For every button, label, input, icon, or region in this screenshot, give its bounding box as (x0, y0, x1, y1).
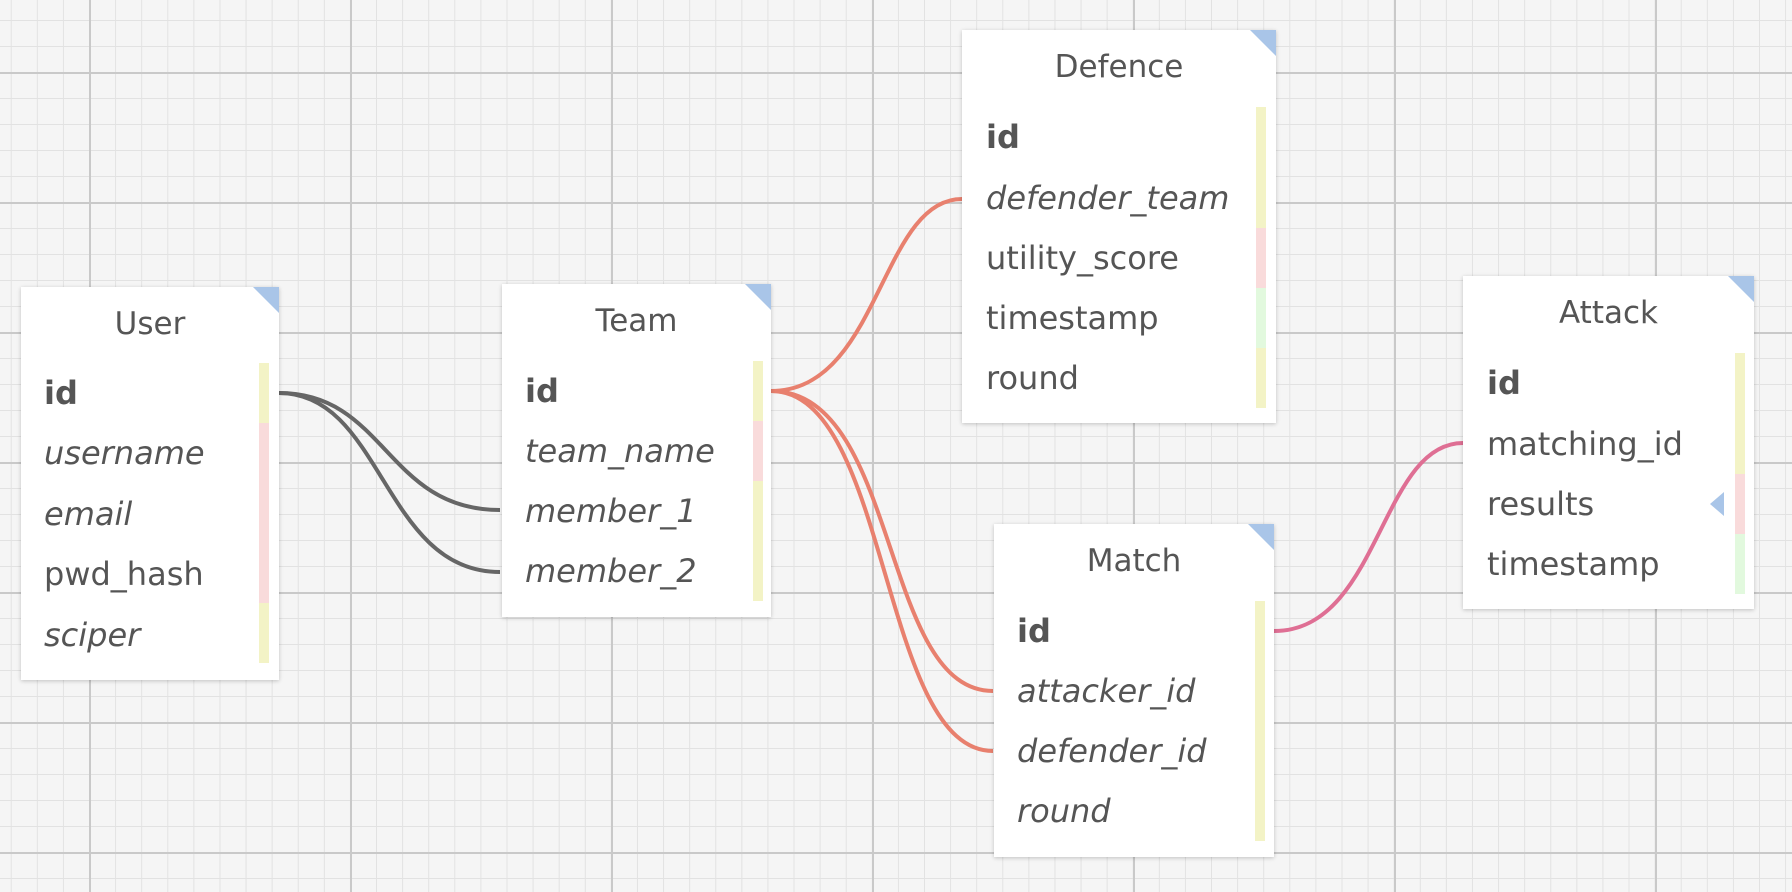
field-type-bar (1735, 534, 1745, 594)
field-timestamp[interactable]: timestamp (1487, 545, 1660, 583)
table-corner-marker (1250, 30, 1276, 56)
table-corner-marker (745, 284, 771, 310)
field-id[interactable]: id (1487, 364, 1521, 402)
field-type-bar (1735, 474, 1745, 534)
field-type-bar (1735, 353, 1745, 474)
table-corner-marker (1728, 276, 1754, 302)
field-id[interactable]: id (1017, 612, 1051, 650)
field-email[interactable]: email (44, 495, 133, 533)
field-type-bar (753, 361, 763, 421)
field-utility-score[interactable]: utility_score (986, 239, 1179, 277)
link-team-id-match-attacker-id[interactable] (770, 389, 994, 693)
field-type-bar (259, 363, 269, 423)
field-round[interactable]: round (1017, 792, 1111, 830)
link-match-id-attack-matching-id[interactable] (1273, 441, 1464, 633)
field-id[interactable]: id (525, 372, 559, 410)
field-type-bar (259, 603, 269, 663)
table-title: User (114, 306, 186, 342)
field-attacker-id[interactable]: attacker_id (1017, 672, 1196, 710)
field-results[interactable]: results (1487, 485, 1595, 523)
field-id[interactable]: id (986, 118, 1020, 156)
table-corner-marker (1248, 524, 1274, 550)
link-team-id-defence-defender-team[interactable] (770, 197, 963, 393)
field-type-bar (1256, 228, 1266, 288)
link-user-id-team-member-2[interactable] (278, 391, 501, 574)
link-user-id-team-member-1[interactable] (278, 391, 501, 512)
field-member-2[interactable]: member_2 (525, 552, 697, 590)
field-type-bar (1256, 348, 1266, 408)
table-defence[interactable]: Defence id defender_team utility_score t… (962, 30, 1276, 423)
field-matching-id[interactable]: matching_id (1487, 425, 1683, 463)
link-team-id-match-defender-id[interactable] (770, 389, 994, 753)
field-round[interactable]: round (986, 359, 1079, 397)
field-id[interactable]: id (44, 374, 78, 412)
field-type-bar (1255, 601, 1265, 841)
field-type-bar (259, 423, 269, 603)
table-title: Attack (1559, 295, 1658, 331)
field-pwd-hash[interactable]: pwd_hash (44, 555, 204, 593)
table-title: Team (595, 303, 678, 339)
field-sciper[interactable]: sciper (44, 616, 141, 654)
field-username[interactable]: username (44, 434, 205, 472)
field-type-bar (1256, 107, 1266, 228)
field-type-bar (753, 481, 763, 601)
table-title: Defence (1054, 49, 1184, 85)
field-defender-team[interactable]: defender_team (986, 179, 1230, 217)
table-corner-marker (253, 287, 279, 313)
table-title: Match (1086, 543, 1182, 579)
table-match[interactable]: Match id attacker_id defender_id round (994, 524, 1274, 857)
field-team-name[interactable]: team_name (525, 432, 715, 470)
table-user[interactable]: User id username email pwd_hash sciper (21, 287, 279, 680)
field-anchor-arrow-icon[interactable] (1710, 492, 1724, 516)
table-attack[interactable]: Attack id matching_id results timestamp (1463, 276, 1754, 609)
field-timestamp[interactable]: timestamp (986, 299, 1159, 337)
field-defender-id[interactable]: defender_id (1017, 732, 1207, 770)
table-team[interactable]: Team id team_name member_1 member_2 (502, 284, 771, 617)
field-type-bar (1256, 288, 1266, 348)
field-type-bar (753, 421, 763, 481)
field-member-1[interactable]: member_1 (525, 492, 697, 530)
